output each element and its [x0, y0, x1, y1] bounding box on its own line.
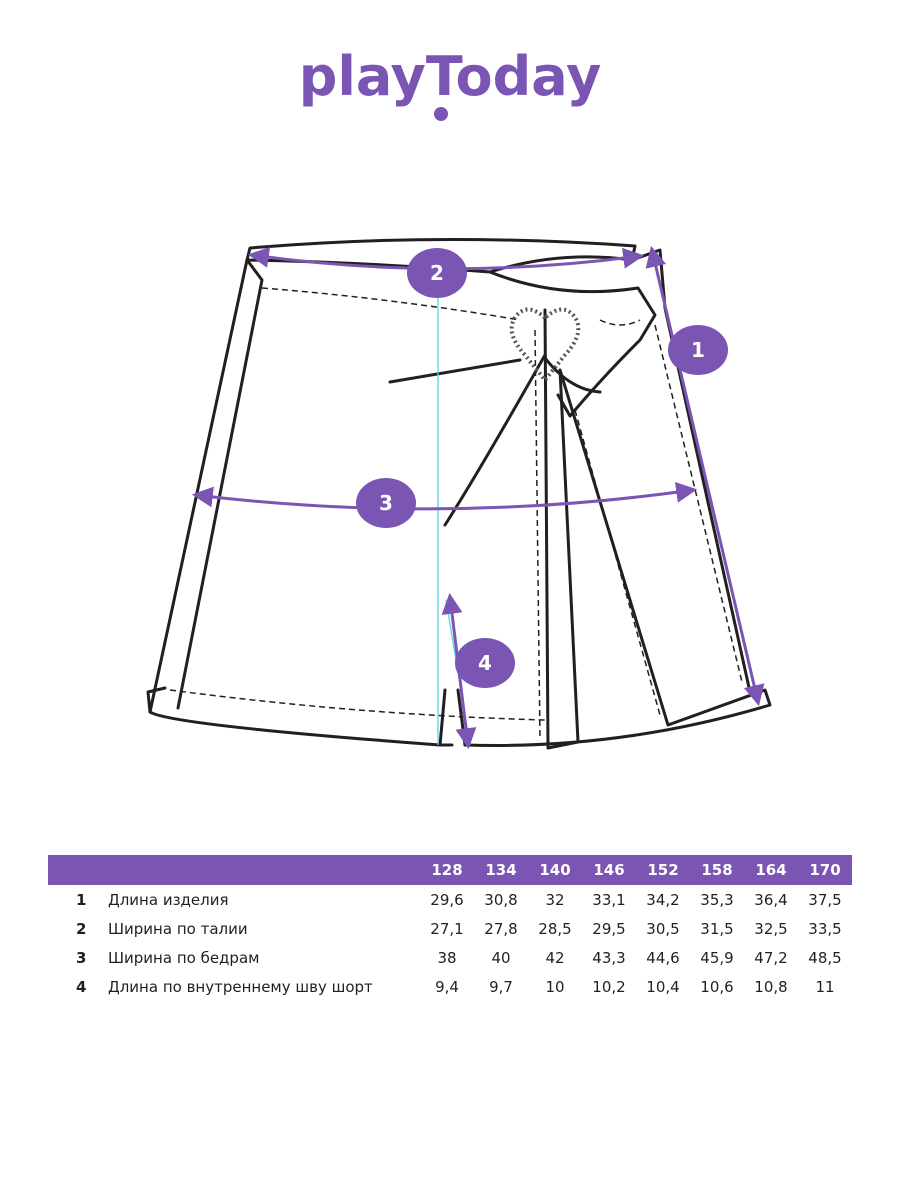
callout-1-label: 1 — [691, 338, 705, 362]
callout-3: 3 — [356, 478, 416, 528]
right-hem — [463, 368, 772, 747]
left-inner-edge — [176, 258, 264, 710]
table-cell: 42 — [545, 948, 565, 967]
table-cell: 37,5 — [808, 890, 842, 909]
table-cell: 32,5 — [754, 919, 788, 938]
table-cell: 28,5 — [538, 919, 572, 938]
drape-fold-left — [388, 358, 522, 384]
row-label: Длина по внутреннему шву шорт — [108, 977, 373, 996]
row-label: Длина изделия — [108, 890, 229, 909]
left-hem — [146, 686, 167, 714]
size-header: 152 — [636, 855, 690, 885]
hip-width-arrow — [191, 481, 698, 511]
table-cell: 33,5 — [808, 919, 842, 938]
heart-buckle-icon — [509, 307, 581, 384]
size-chart-table: 128 134 140 146 152 158 164 170 1 Длина … — [48, 855, 852, 1001]
size-header: 164 — [744, 855, 798, 885]
table-cell: 10,6 — [700, 977, 734, 996]
row-label: Ширина по талии — [108, 919, 248, 938]
table-cell: 33,1 — [592, 890, 626, 909]
table-cell: 34,2 — [646, 890, 680, 909]
table-cell: 36,4 — [754, 890, 788, 909]
size-header: 134 — [474, 855, 528, 885]
drape-fold-long — [443, 353, 547, 527]
callout-3-label: 3 — [379, 491, 393, 515]
table-cell: 27,1 — [430, 919, 464, 938]
callout-4-label: 4 — [478, 651, 492, 675]
bow-stitch — [599, 319, 641, 326]
table-row: 4 Длина по внутреннему шву шорт 9,4 9,7 … — [48, 972, 852, 1001]
logo-text: playToday — [300, 45, 600, 108]
table-cell: 31,5 — [700, 919, 734, 938]
header-blank-num — [48, 855, 108, 885]
table-cell: 30,5 — [646, 919, 680, 938]
table-cell: 11 — [815, 977, 835, 996]
size-header: 158 — [690, 855, 744, 885]
row-number: 2 — [76, 919, 87, 938]
table-row: 2 Ширина по талии 27,1 27,8 28,5 29,5 30… — [48, 914, 852, 943]
panel-stitch — [534, 329, 541, 741]
table-cell: 44,6 — [646, 948, 680, 967]
table-cell: 40 — [491, 948, 511, 967]
table-cell: 48,5 — [808, 948, 842, 967]
drape-fold-right — [543, 356, 602, 394]
table-cell: 10,4 — [646, 977, 680, 996]
side-stitch — [654, 324, 743, 683]
table-cell: 38 — [437, 948, 457, 967]
left-side-edge — [148, 258, 454, 747]
table-cell: 9,7 — [489, 977, 513, 996]
table-cell: 45,9 — [700, 948, 734, 967]
row-number: 3 — [76, 948, 87, 967]
table-cell: 47,2 — [754, 948, 788, 967]
table-cell: 29,6 — [430, 890, 464, 909]
row-label: Ширина по бедрам — [108, 948, 260, 967]
front-panel — [543, 308, 580, 750]
table-cell: 32 — [545, 890, 565, 909]
header-blank-label — [108, 855, 420, 885]
callout-1: 1 — [668, 325, 728, 375]
logo-mark: playToday — [300, 45, 600, 121]
bow — [488, 270, 657, 418]
table-cell: 10 — [545, 977, 565, 996]
table-cell: 10,8 — [754, 977, 788, 996]
table-row: 1 Длина изделия 29,6 30,8 32 33,1 34,2 3… — [48, 885, 852, 914]
table-cell: 10,2 — [592, 977, 626, 996]
table-cell: 27,8 — [484, 919, 518, 938]
table-cell: 9,4 — [435, 977, 459, 996]
callout-4: 4 — [455, 638, 515, 688]
table-row: 3 Ширина по бедрам 38 40 42 43,3 44,6 45… — [48, 943, 852, 972]
row-number: 4 — [76, 977, 87, 996]
logo-dot — [434, 107, 448, 121]
brand-logo: playToday — [0, 40, 900, 130]
size-header: 170 — [798, 855, 852, 885]
skort-technical-drawing: 1 2 3 4 — [146, 237, 772, 750]
callout-2: 2 — [407, 248, 467, 298]
row-number: 1 — [76, 890, 87, 909]
table-cell: 29,5 — [592, 919, 626, 938]
callout-2-label: 2 — [430, 261, 444, 285]
hem-stitch — [169, 689, 546, 721]
table-cell: 30,8 — [484, 890, 518, 909]
stitch-lines — [169, 287, 743, 741]
table-cell: 43,3 — [592, 948, 626, 967]
size-header: 140 — [528, 855, 582, 885]
waist-stitch — [261, 287, 521, 321]
size-header-row: 128 134 140 146 152 158 164 170 — [48, 855, 852, 885]
size-header: 146 — [582, 855, 636, 885]
length-arrow — [645, 245, 765, 707]
size-header: 128 — [420, 855, 474, 885]
table-cell: 35,3 — [700, 890, 734, 909]
leg-opening-left — [438, 688, 447, 747]
